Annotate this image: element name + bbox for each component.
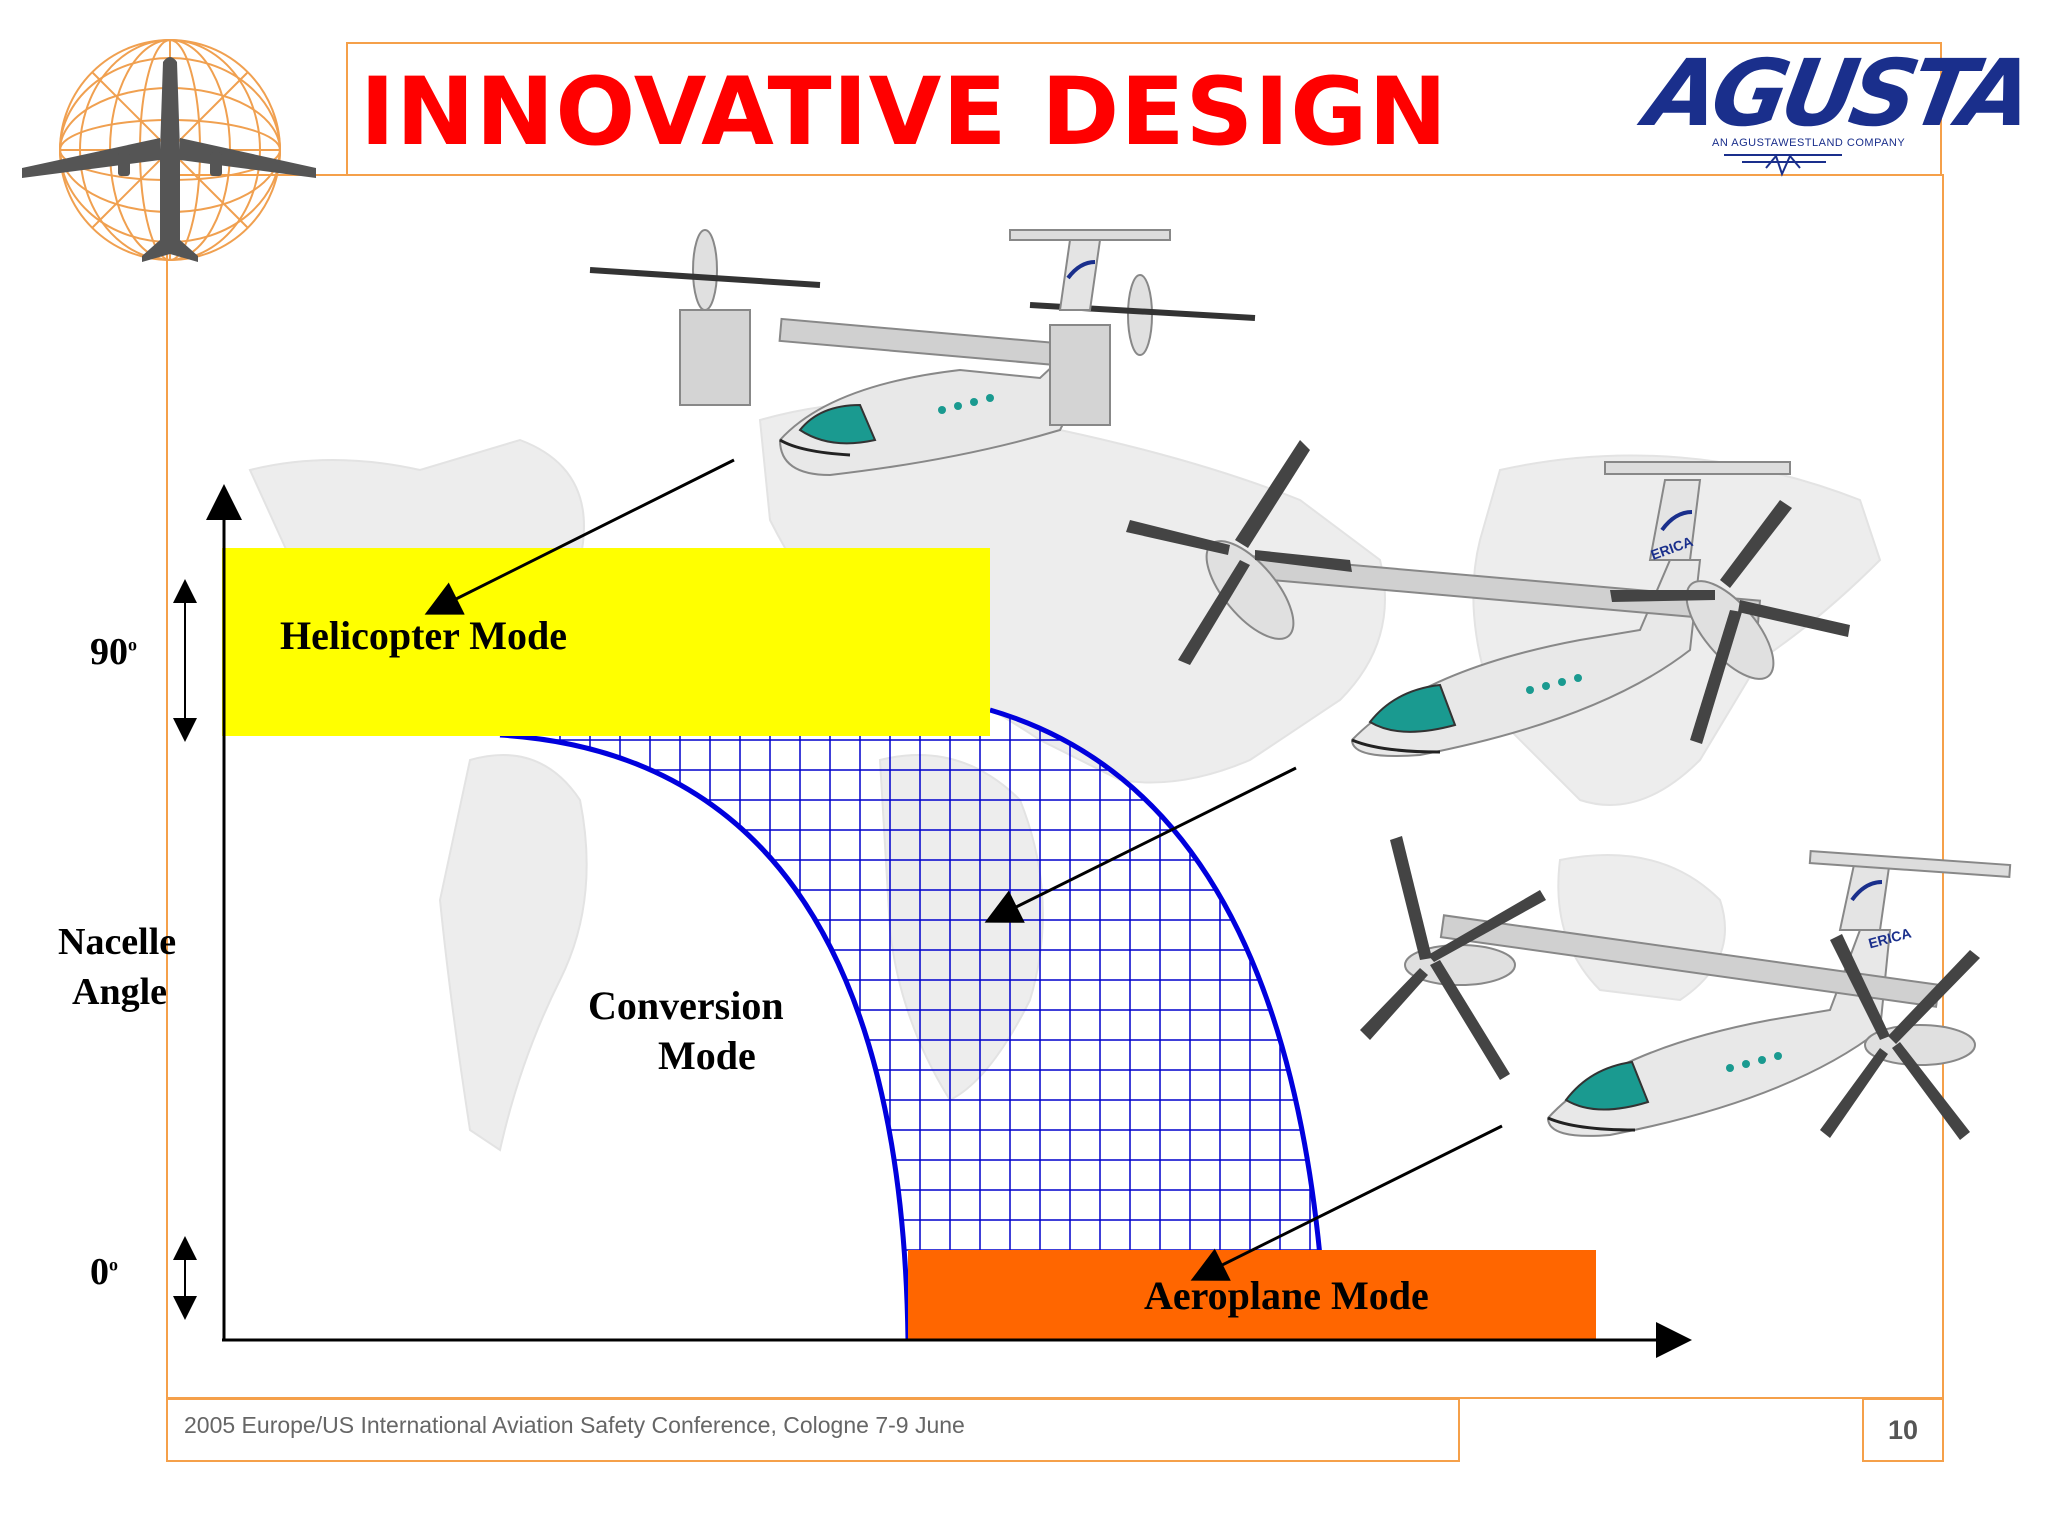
conversion-mode-label-line1: Conversion [588, 983, 784, 1028]
page-number-frame [1862, 1398, 1944, 1462]
conversion-mode-label-line2: Mode [658, 1033, 756, 1078]
logo-tagline: AN AGUSTAWESTLAND COMPANY [1712, 137, 1906, 149]
footer-text: 2005 Europe/US International Aviation Sa… [184, 1412, 965, 1438]
degree-mark-90: o [128, 634, 137, 655]
tick-0-value: 0 [90, 1251, 109, 1293]
tick-90-value: 90 [90, 631, 128, 673]
aeroplane-mode-label: Aeroplane Mode [1144, 1273, 1429, 1318]
tick-90-label: 90o [90, 630, 137, 674]
title-frame [346, 42, 1942, 174]
tiltrotor-helicopter-mode-icon [589, 229, 1256, 477]
tiltrotor-conversion-mode-icon [1126, 440, 1850, 757]
slide-title: INNOVATIVE DESIGN [360, 58, 1449, 167]
degree-mark-0: o [109, 1254, 118, 1275]
helicopter-mode-label: Helicopter Mode [280, 613, 567, 658]
conversion-outer-boundary [989, 707, 1329, 1341]
globe-airplane-icon [22, 39, 316, 262]
tick-0-label: 0o [90, 1250, 118, 1294]
footer-frame [166, 1398, 1460, 1462]
y-axis-label-line2: Angle [72, 971, 167, 1013]
aeroplane-mode-box [908, 1250, 1596, 1340]
y-axis-label-line1: Nacelle [58, 921, 177, 963]
conversion-pointer-arrow [984, 766, 1297, 923]
helicopter-mode-box [222, 548, 990, 736]
logo-wings-icon [1724, 153, 1842, 177]
aeroplane-pointer-arrow [1190, 1124, 1503, 1281]
helicopter-pointer-arrow [424, 458, 735, 615]
world-map-background [248, 401, 1882, 1152]
tiltrotor-aeroplane-mode-icon [1360, 836, 2012, 1140]
page-number: 10 [1887, 1415, 1919, 1445]
conversion-inner-boundary [499, 732, 911, 1341]
